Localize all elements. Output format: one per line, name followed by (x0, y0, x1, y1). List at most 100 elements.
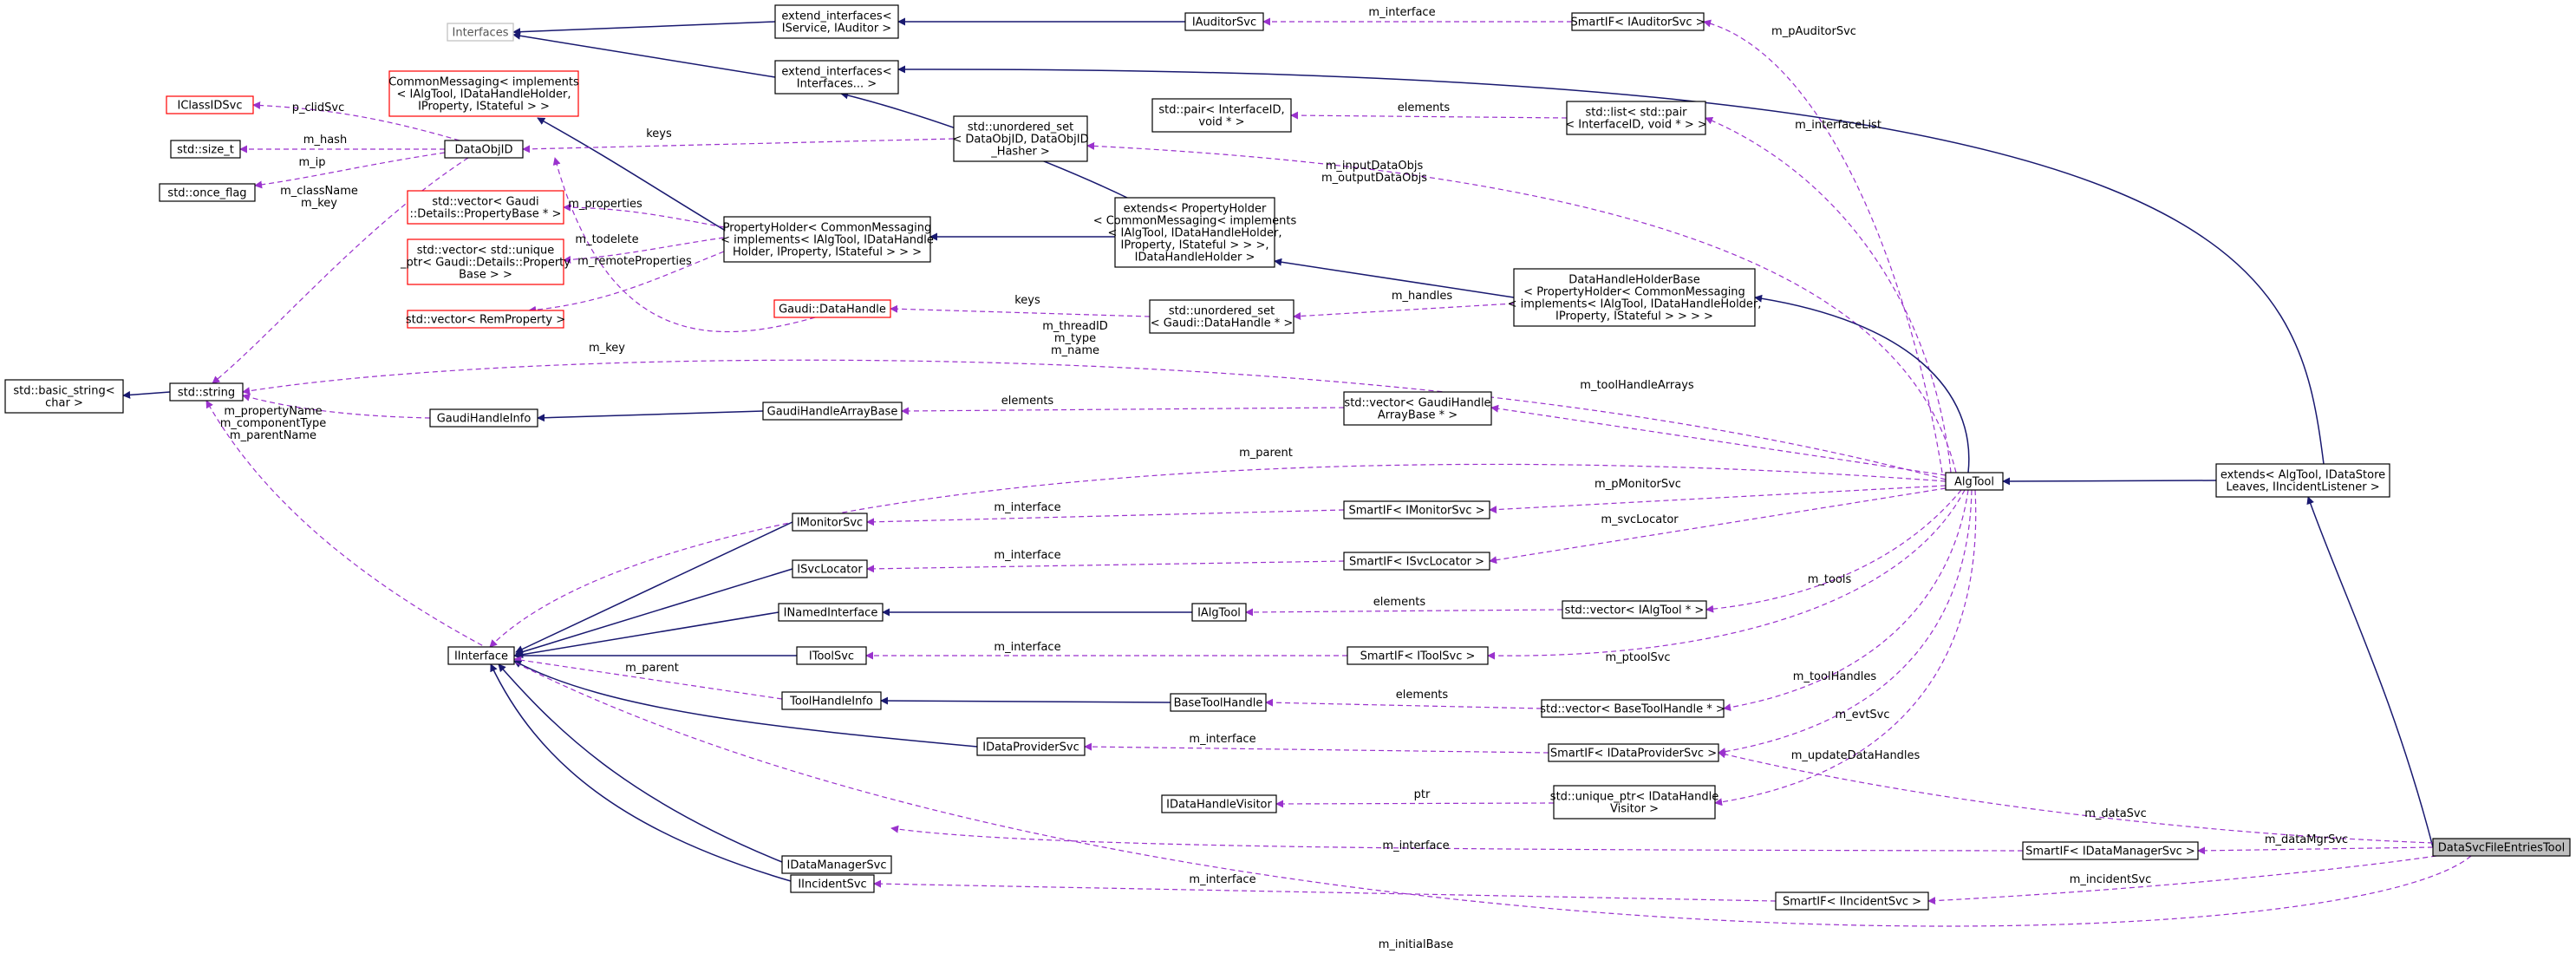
class-node-idata-handle-visitor[interactable]: IDataHandleVisitor (1161, 794, 1277, 813)
class-node-smart-ifdm[interactable]: SmartIF< IDataManagerSvc > (2022, 841, 2199, 860)
class-node-iauditor-svc[interactable]: IAuditorSvc (1184, 12, 1264, 31)
class-name-line: SmartIF< IDataManagerSvc > (2025, 846, 2195, 859)
class-node-vec-ialgtool[interactable]: std::vector< IAlgTool * > (1562, 600, 1707, 619)
class-name-line: std::size_t (177, 144, 234, 157)
class-node-vec-unique[interactable]: std::vector< std::unique_ptr< Gaudi::Det… (400, 238, 571, 285)
class-box (2432, 838, 2571, 857)
class-name-line: DataSvcFileEntriesTool (2438, 842, 2565, 855)
edge-label: m_ip (298, 156, 325, 169)
class-node-smart-iftool[interactable]: SmartIF< IToolSvc > (1347, 646, 1489, 665)
class-name-line: ISvcLocator (797, 564, 863, 577)
class-box (774, 60, 899, 95)
usage-edge (1275, 800, 1555, 808)
class-node-gaudi-handle-array-base[interactable]: GaudiHandleArrayBase (762, 402, 903, 421)
inheritance-edge (512, 31, 776, 78)
class-node-smart-ifaud[interactable]: SmartIF< IAuditorSvc > (1570, 12, 1705, 31)
class-node-vec-bth[interactable]: std::vector< BaseToolHandle * > (1540, 699, 1725, 718)
edge-label: m_pAuditorSvc (1771, 25, 1856, 38)
class-box (1343, 391, 1492, 426)
edge-label: m_toolHandleArrays (1580, 379, 1694, 392)
class-box (1151, 98, 1292, 133)
class-node-list[interactable]: std::list< std::pair< InterfaceID, void … (1565, 101, 1707, 135)
class-node-smart-ifsvc-loc[interactable]: SmartIF< ISvcLocator > (1343, 552, 1490, 571)
edge-label: m_interface (1189, 733, 1255, 746)
class-box (1562, 600, 1707, 619)
class-node-unordered-set-obj[interactable]: std::unordered_set< DataObjID, DataObjID… (952, 115, 1089, 162)
class-node-vec-gha[interactable]: std::vector< GaudiHandleArrayBase * > (1343, 391, 1492, 426)
class-node-ext-iaud[interactable]: extend_interfaces<IService, IAuditor > (774, 4, 899, 39)
class-name-line: < PropertyHolder< CommonMessaging (1523, 286, 1745, 299)
class-node-tool-handle-info[interactable]: ToolHandleInfo (781, 691, 882, 710)
class-node-smart-ifmon[interactable]: SmartIF< IMonitorSvc > (1343, 500, 1490, 519)
class-node-imonitor-svc[interactable]: IMonitorSvc (792, 513, 868, 532)
class-node-idata-provider-svc[interactable]: IDataProviderSvc (976, 737, 1086, 756)
class-node-iincident-svc[interactable]: IIncidentSvc (790, 874, 875, 893)
edge-label: m_ptoolSvc (1605, 651, 1670, 664)
class-node-ialg-tool[interactable]: IAlgTool (1191, 603, 1247, 622)
usage-edge (205, 400, 2472, 927)
class-box (796, 646, 867, 665)
edge-label: keys (646, 127, 672, 140)
edge-label: elements (1373, 596, 1426, 609)
class-node-smart-ifinc[interactable]: SmartIF< IIncidentSvc > (1775, 891, 1929, 911)
class-node-once-flag[interactable]: std::once_flag (159, 183, 256, 202)
class-node-size-t[interactable]: std::size_t (170, 140, 241, 159)
edge-label: m_interface (994, 549, 1060, 562)
usage-edge (2197, 846, 2434, 855)
class-node-gaudi-handle-info[interactable]: GaudiHandleInfo (429, 408, 538, 428)
class-name-line: std::unordered_set (1169, 305, 1275, 318)
class-node-common-messaging[interactable]: CommonMessaging< implements< IAlgTool, I… (388, 70, 579, 117)
inheritance-edge (513, 660, 978, 748)
class-node-data-svc-file-entries-tool[interactable]: DataSvcFileEntriesTool (2432, 838, 2571, 857)
class-node-property-holder[interactable]: PropertyHolder< CommonMessaging< impleme… (721, 216, 934, 263)
class-name-line: < IAlgTool, IDataHandleHolder, (397, 88, 571, 101)
edge-label: m_evtSvc (1835, 709, 1889, 722)
class-node-isvc-locator[interactable]: ISvcLocator (792, 559, 868, 578)
class-node-inamed-interface[interactable]: INamedInterface (778, 603, 884, 622)
class-node-idata-manager-svc[interactable]: IDataManagerSvc (781, 855, 892, 874)
class-node-data-obj-id[interactable]: DataObjID (444, 140, 524, 159)
class-box (4, 379, 124, 414)
class-node-interfaces[interactable]: Interfaces (447, 23, 514, 42)
class-node-vec-remprop[interactable]: std::vector< RemProperty > (406, 310, 565, 329)
edge-label: m_name (1051, 344, 1099, 357)
edge-label: ptr (1414, 788, 1431, 801)
class-node-pair[interactable]: std::pair< InterfaceID,void * > (1151, 98, 1292, 133)
class-node-extends-ph[interactable]: extends< PropertyHolder< CommonMessaging… (1093, 197, 1297, 268)
edge-label: m_dataMgrSvc (2265, 833, 2348, 846)
class-box (1343, 500, 1490, 519)
class-node-alg-tool[interactable]: AlgTool (1945, 472, 2004, 491)
class-box (447, 23, 514, 42)
inheritance-edge (2306, 496, 2434, 848)
usage-edge (1290, 111, 1568, 120)
class-node-itool-svc[interactable]: IToolSvc (796, 646, 867, 665)
class-box (170, 140, 241, 159)
usage-edge (252, 101, 460, 141)
class-name-line: Visitor > (1610, 803, 1659, 816)
usage-edge (522, 138, 955, 153)
class-node-ext-interfaces[interactable]: extend_interfaces<Interfaces... > (774, 60, 899, 95)
class-node-unordered-set-dh[interactable]: std::unordered_set< Gaudi::DataHandle * … (1149, 299, 1295, 334)
class-name-line: ::Details::PropertyBase * > (410, 208, 562, 221)
class-node-unique-visitor[interactable]: std::unique_ptr< IDataHandleVisitor > (1550, 785, 1718, 820)
class-name-line: extend_interfaces< (781, 10, 891, 23)
class-node-smart-ifdp[interactable]: SmartIF< IDataProviderSvc > (1548, 743, 1719, 762)
class-node-vec-propbase[interactable]: std::vector< Gaudi::Details::PropertyBas… (407, 190, 564, 225)
class-node-base-tool-handle[interactable]: BaseToolHandle (1170, 693, 1267, 712)
class-box (774, 4, 899, 39)
class-name-line: IProperty, IStateful > > (418, 101, 550, 114)
class-node-basic-string[interactable]: std::basic_string<char > (4, 379, 124, 414)
class-box (166, 95, 254, 114)
class-name-line: < implements< IAlgTool, IDataHandle (721, 234, 934, 247)
class-name-line: < InterfaceID, void * > > (1565, 119, 1707, 132)
class-node-iclass-idsvc[interactable]: IClassIDSvc (166, 95, 254, 114)
class-name-line: AlgTool (1954, 476, 1994, 489)
class-name-line: ArrayBase * > (1378, 409, 1458, 422)
edge-label: m_parentName (230, 429, 316, 442)
class-node-data-handle-holder-base[interactable]: DataHandleHolderBase< PropertyHolder< Co… (1508, 268, 1762, 327)
class-node-string[interactable]: std::string (169, 382, 244, 402)
class-node-iinterface[interactable]: IInterface (447, 646, 515, 665)
class-node-gaudi-data-handle[interactable]: Gaudi::DataHandle (773, 299, 891, 318)
